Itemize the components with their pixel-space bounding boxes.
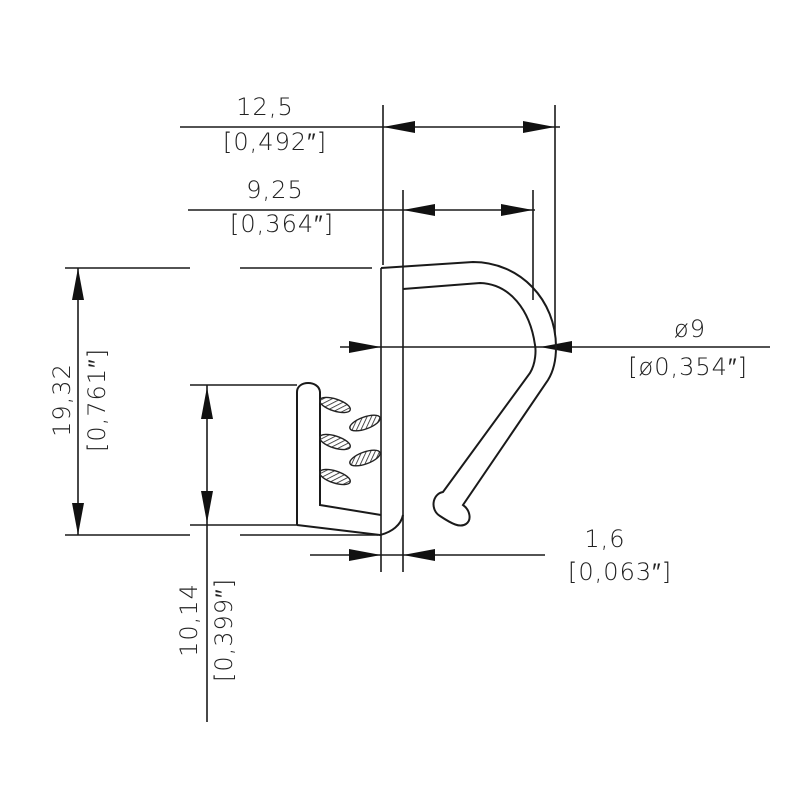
wall-thickness-inch: [0,063″]	[568, 558, 672, 586]
overall-height-mm: 19,32	[48, 363, 76, 437]
wall-thickness-mm: 1,6	[584, 525, 625, 553]
inner-width-inch: [0,364″]	[230, 210, 334, 238]
dimension-inner-width	[188, 204, 535, 216]
extension-lines	[65, 105, 556, 572]
overall-width-mm: 12,5	[236, 93, 293, 121]
bulb-diameter-inch: [ø0,354″]	[628, 353, 748, 381]
dimension-grip-height	[201, 385, 213, 722]
overall-width-inch: [0,492″]	[223, 128, 327, 156]
grip-fins	[318, 396, 381, 486]
overall-height-inch: [0,761″]	[83, 348, 111, 452]
grip-height-inch: [0,399″]	[210, 578, 238, 682]
bulb-diameter-mm: ø9	[674, 315, 706, 343]
seal-profile	[296, 260, 558, 537]
dimension-overall-height	[72, 268, 84, 535]
grip-height-mm: 10,14	[175, 583, 203, 657]
dimension-overall-width	[180, 121, 560, 133]
inner-width-mm: 9,25	[246, 176, 303, 204]
dimension-wall-thickness	[310, 549, 545, 561]
